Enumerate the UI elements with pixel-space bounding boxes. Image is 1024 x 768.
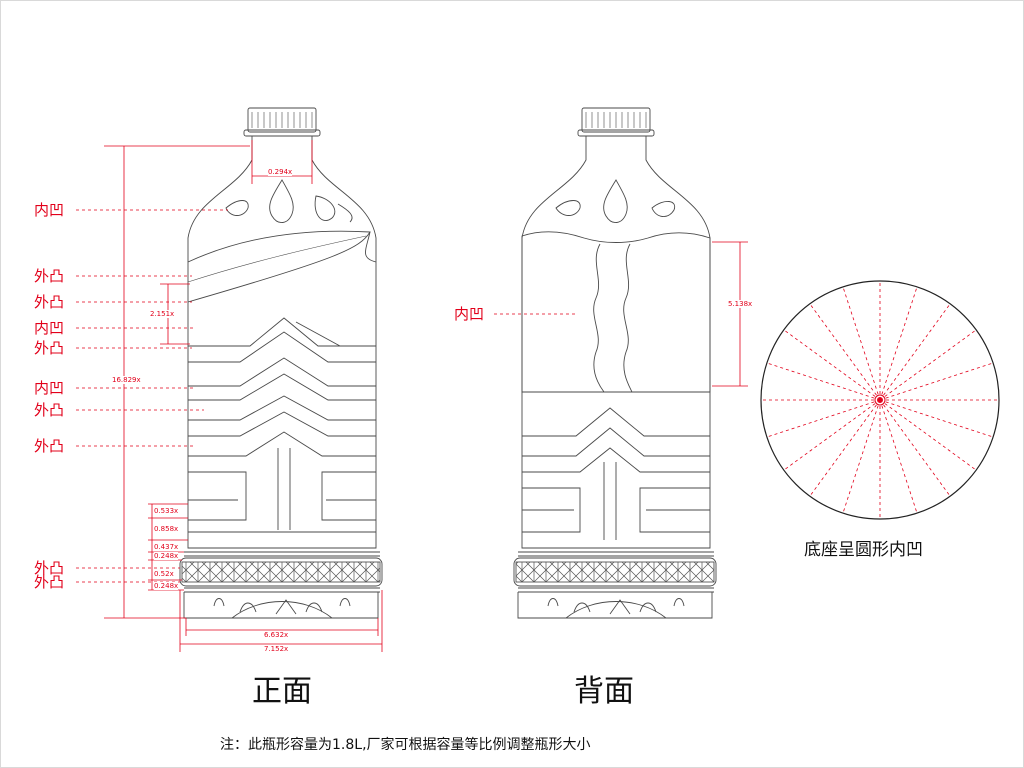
dim-6: 0.248x bbox=[154, 582, 179, 590]
front-label-convex: 外凸 bbox=[34, 437, 65, 455]
front-bottle bbox=[179, 107, 383, 619]
front-label-concave: 内凹 bbox=[34, 201, 65, 219]
front-annotations bbox=[76, 140, 383, 652]
dim-neck-width: 0.294x bbox=[268, 168, 293, 176]
front-label-convex: 外凸 bbox=[34, 267, 65, 285]
back-label-concave: 内凹 bbox=[454, 305, 485, 323]
front-label-concave: 内凹 bbox=[34, 379, 65, 397]
dim-4: 0.248x bbox=[154, 552, 179, 560]
dim-5: 0.52x bbox=[154, 570, 174, 578]
front-label-convex: 外凸 bbox=[34, 559, 65, 577]
dim-2: 0.858x bbox=[154, 525, 179, 533]
front-title: 正面 bbox=[252, 674, 312, 709]
dim-back-panel: 5.138x bbox=[728, 300, 753, 308]
base-caption: 底座呈圆形内凹 bbox=[804, 540, 923, 560]
footnote: 注：此瓶形容量为1.8L,厂家可根据容量等比例调整瓶形大小 bbox=[220, 737, 591, 753]
dim-leaf-height: 2.151x bbox=[150, 310, 175, 318]
dim-1: 0.533x bbox=[154, 507, 179, 515]
front-label-convex: 外凸 bbox=[34, 339, 65, 357]
back-bottle bbox=[513, 107, 717, 619]
front-label-convex: 外凸 bbox=[34, 401, 65, 419]
dim-total-height: 16.829x bbox=[112, 376, 141, 384]
base-circle bbox=[760, 280, 1000, 520]
front-label-convex: 外凸 bbox=[34, 573, 65, 591]
dim-3: 0.437x bbox=[154, 543, 179, 551]
back-title: 背面 bbox=[574, 674, 634, 709]
front-label-concave: 内凹 bbox=[34, 319, 65, 337]
front-cap bbox=[247, 107, 317, 133]
dim-total-width: 7.152x bbox=[264, 645, 289, 653]
front-label-convex: 外凸 bbox=[34, 293, 65, 311]
dim-body-width: 6.632x bbox=[264, 631, 289, 639]
back-annotations bbox=[494, 241, 748, 387]
